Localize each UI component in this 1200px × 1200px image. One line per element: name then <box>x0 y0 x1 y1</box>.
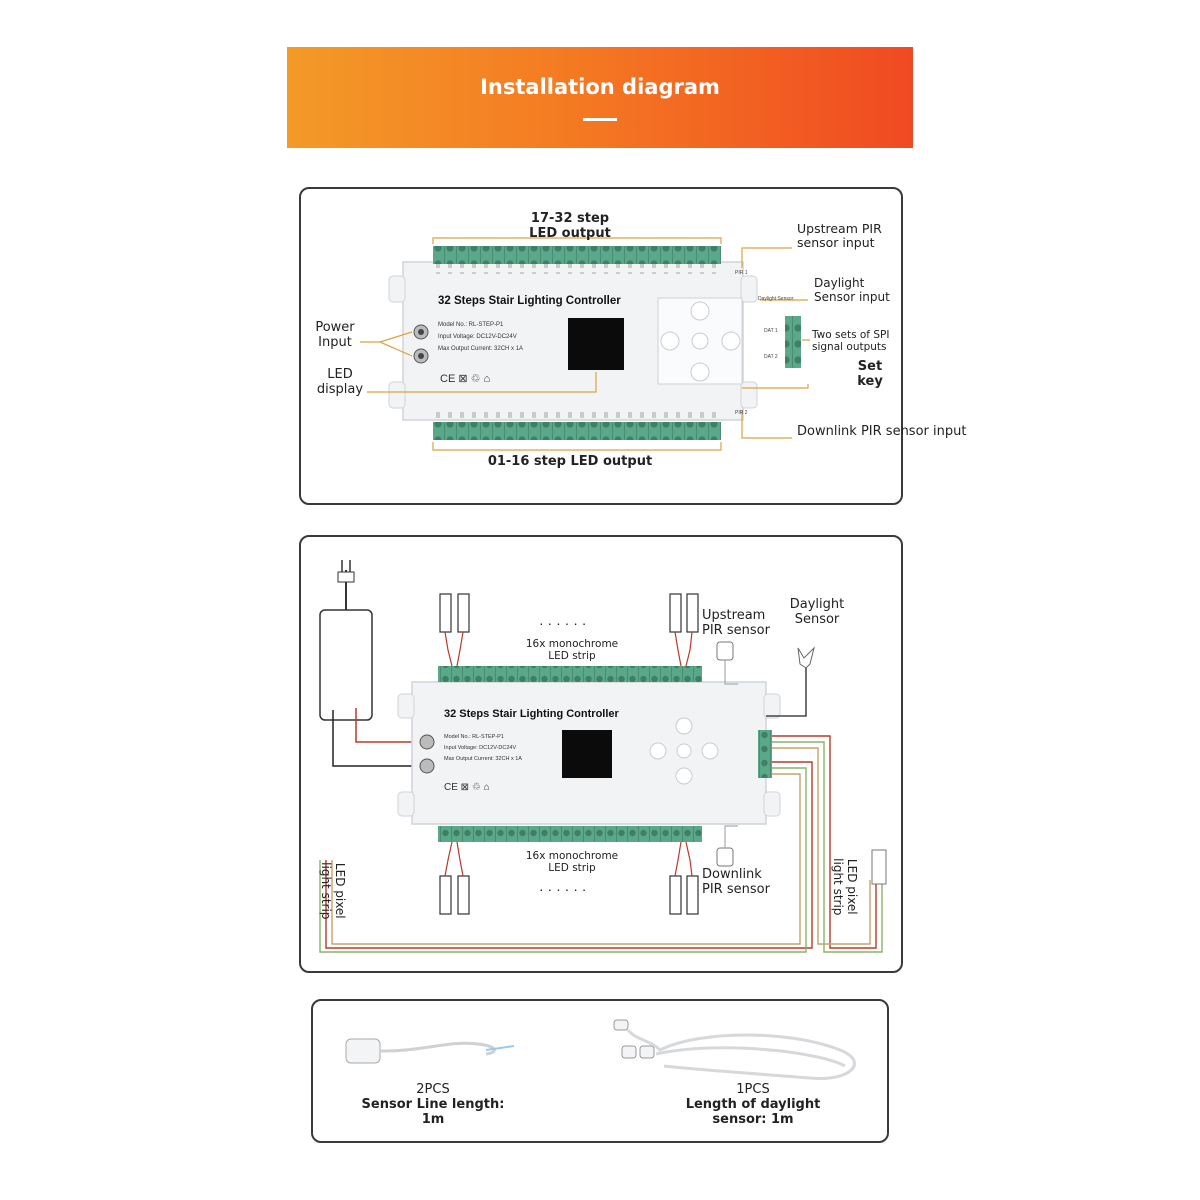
voltage-text-2: Input Voltage: DC12V-DC24V <box>444 745 516 751</box>
upstream-pir-line2: PIR sensor <box>702 622 770 638</box>
set-key-callout: Set key <box>850 359 890 390</box>
top-terminal-block <box>433 246 721 264</box>
daylight-sensor-line1: Daylight <box>789 597 845 612</box>
model-text-2: Model No.: RL-STEP-P1 <box>444 734 504 740</box>
voltage-text-1: Input Voltage: DC12V-DC24V <box>438 334 517 340</box>
current-text-1: Max Output Current: 32CH x 1A <box>438 346 523 352</box>
banner-title: Installation diagram <box>480 75 720 99</box>
upstream-line2: sensor input <box>797 235 875 251</box>
controller-title-2: 32 Steps Stair Lighting Controller <box>444 708 620 720</box>
strip-bottom-line2: LED strip <box>548 862 596 875</box>
accessory-pir-caption: 2PCS Sensor Line length: 1m <box>348 1082 518 1128</box>
led-strips-bottom <box>439 875 699 915</box>
downlink-pir-label: Downlink PIR sensor <box>702 867 770 898</box>
dat2-label: DAT 2 <box>764 354 778 360</box>
downlink-callout: Downlink PIR sensor input <box>797 424 967 439</box>
accessory-daylight-qty: 1PCS <box>736 1082 770 1097</box>
setkey-line2: key <box>857 373 883 389</box>
daylight-sensor <box>797 646 815 669</box>
setkey-line1: Set <box>857 359 883 374</box>
dots-top: · · · · · · <box>539 615 586 631</box>
controller-illustration: 32 Steps Stair Lighting Controller Model… <box>360 237 810 451</box>
led-display-line2: display <box>316 381 364 397</box>
cert-marks-1: CE ⊠ ♲ ⌂ <box>440 373 490 385</box>
spi-terminal-block <box>785 316 801 368</box>
top-terminal-block-2 <box>438 666 702 682</box>
led-display <box>568 318 624 370</box>
strip-bottom-line1: 16x monochrome <box>525 850 619 862</box>
pir-bottom-label: PIR 2 <box>735 410 748 416</box>
daylight-line2: Sensor input <box>814 289 890 304</box>
accessory-daylight-caption: 1PCS Length of daylight sensor: 1m <box>660 1082 846 1128</box>
daylight-sensor-label: Daylight Sensor <box>782 597 852 628</box>
daylight-sensor-line2: Sensor <box>794 611 840 627</box>
bottom-terminal-block <box>433 422 721 440</box>
spi-terminal-block-2 <box>758 730 772 778</box>
upstream-pir-label: Upstream PIR sensor <box>702 608 770 639</box>
daylight-sensor-accessory <box>613 1019 655 1059</box>
strip-top-label: 16x monochrome LED strip <box>520 638 624 662</box>
spi-callout: Two sets of SPI signal outputs <box>812 329 889 353</box>
spi-line1: Two sets of SPI <box>812 329 890 341</box>
spi-line2: signal outputs <box>812 341 887 354</box>
controller-title-1: 32 Steps Stair Lighting Controller <box>438 295 621 307</box>
model-text-1: Model No.: RL-STEP-P1 <box>438 322 504 328</box>
bottom-terminal-block-2 <box>438 826 702 842</box>
accessory-pir-qty: 2PCS <box>416 1082 450 1097</box>
pir-sensor-accessory <box>345 1038 381 1064</box>
current-text-2: Max Output Current: 32CH x 1A <box>444 756 522 762</box>
top-output-line1: 17-32 step <box>530 211 610 226</box>
daylight-small-label: Daylight Sensor <box>758 296 794 302</box>
wiring-illustration: 32 Steps Stair Lighting Controller Model… <box>319 560 887 953</box>
pir-top-label: PIR 1 <box>735 270 748 276</box>
daylight-line1: Daylight <box>814 276 865 290</box>
power-input-callout: Power Input <box>307 320 363 351</box>
accessories-panel <box>311 999 889 1143</box>
accessory-pir-desc1: Sensor Line length: <box>361 1096 505 1112</box>
led-display-line1: LED <box>327 367 353 382</box>
accessory-daylight-desc2: sensor: 1m <box>712 1111 794 1127</box>
banner-underline <box>583 118 617 121</box>
downlink-pir-line2: PIR sensor <box>702 881 770 897</box>
upstream-pir-line1: Upstream <box>702 608 766 623</box>
header-banner: Installation diagram <box>287 47 913 148</box>
top-output-line2: LED output <box>529 225 611 241</box>
top-output-callout: 17-32 step LED output <box>520 211 620 242</box>
strip-top-line1: 16x monochrome <box>525 638 619 650</box>
strip-top-line2: LED strip <box>548 650 596 663</box>
pixel-strip-right <box>871 849 887 885</box>
upstream-callout: Upstream PIR sensor input <box>797 221 882 251</box>
accessory-pir-desc2: 1m <box>421 1111 445 1127</box>
strip-bottom-label: 16x monochrome LED strip <box>520 850 624 874</box>
power-line2: Input <box>318 334 352 350</box>
svg-text:CE ⊠ ♲ ⌂: CE ⊠ ♲ ⌂ <box>444 782 490 793</box>
dots-bottom: · · · · · · <box>539 881 586 897</box>
led-display-callout: LED display <box>309 367 371 398</box>
led-display-2 <box>562 730 612 778</box>
accessory-daylight-desc1: Length of daylight <box>685 1096 821 1112</box>
upstream-line1: Upstream PIR <box>797 221 882 236</box>
daylight-callout: Daylight Sensor input <box>814 276 890 305</box>
downlink-pir-line1: Downlink <box>702 867 762 882</box>
dat1-label: DAT 1 <box>764 328 778 334</box>
power-line1: Power <box>315 320 355 335</box>
bottom-output-callout: 01-16 step LED output <box>487 454 653 469</box>
